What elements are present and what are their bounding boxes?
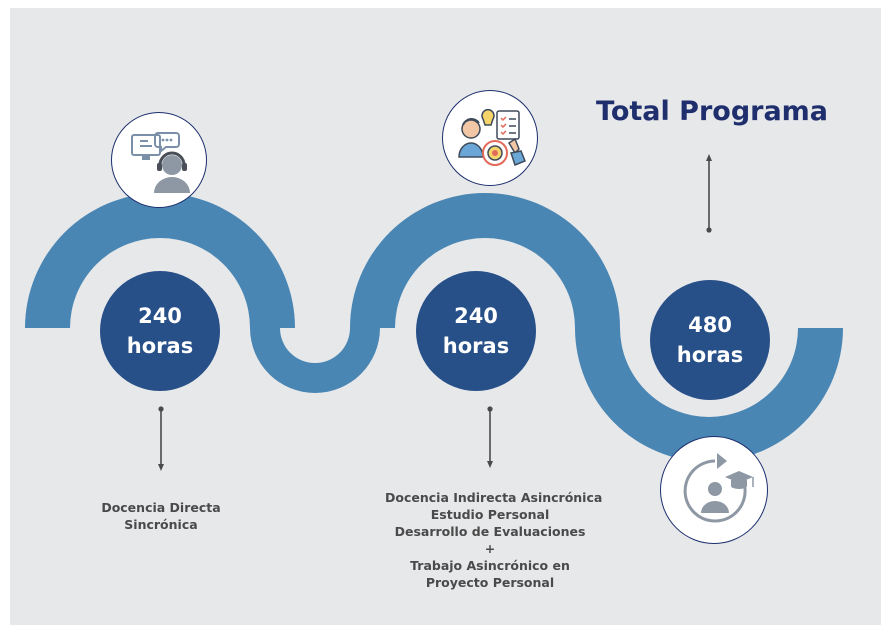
description-line: Estudio Personal (430, 507, 550, 522)
hours-circle-stage1: 240 horas (100, 271, 220, 391)
hours-unit: horas (676, 343, 744, 367)
description-line: Desarrollo de Evaluaciones (394, 524, 586, 539)
online-teacher-headset-icon (111, 112, 207, 208)
self-study-planning-icon (442, 90, 538, 186)
description-line: Docencia Directa (101, 500, 221, 515)
stage1-description: Docencia Directa Sincrónica (101, 499, 221, 533)
infographic-canvas: Total Programa 240 horas 240 horas 480 h… (10, 8, 881, 625)
bottom-arc-band (575, 328, 843, 462)
connector-down-stage1 (158, 406, 164, 471)
description-line: Proyecto Personal (425, 575, 555, 590)
description-line: Trabajo Asincrónico en (410, 558, 570, 573)
hours-number: 480 (688, 313, 732, 337)
hours-unit: horas (442, 334, 510, 358)
hours-number: 240 (138, 304, 182, 328)
learning-cycle-graduate-icon (660, 436, 768, 544)
arch-band-2 (350, 193, 620, 328)
hours-circle-stage2: 240 horas (416, 271, 536, 391)
valley-band (250, 328, 380, 393)
description-line: + (484, 541, 496, 556)
stage2-description: Docencia Indirecta Asincrónica Estudio P… (385, 489, 603, 591)
description-line: Sincrónica (124, 517, 198, 532)
connector-down-stage2 (487, 406, 493, 468)
description-line: Docencia Indirecta Asincrónica (385, 490, 603, 505)
connector-up-total (706, 154, 712, 233)
hours-number: 240 (454, 304, 498, 328)
hours-unit: horas (126, 334, 194, 358)
hours-circle-total: 480 horas (650, 280, 770, 400)
arch-band-1 (25, 193, 295, 328)
timeline-band (25, 154, 843, 471)
total-program-title: Total Programa (596, 96, 829, 127)
